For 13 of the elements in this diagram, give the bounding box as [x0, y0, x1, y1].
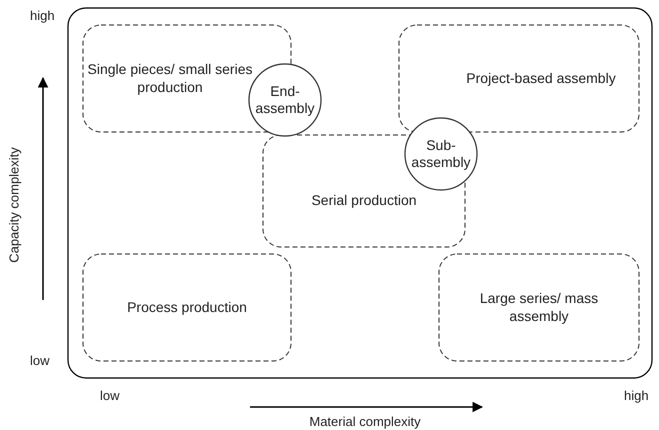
axis-title: Material complexity [309, 414, 421, 429]
category-label: Single pieces/ small series production [86, 61, 254, 96]
circle-label: End-assembly [254, 82, 316, 118]
category-label: Project-based assembly [466, 70, 616, 88]
axis-label: low [30, 353, 50, 368]
circle-label: Sub-assembly [410, 136, 472, 172]
axis-title: Capacity complexity [6, 147, 22, 263]
category-label: Process production [127, 298, 247, 316]
axis-label: high [30, 8, 55, 23]
category-label: Serial production [311, 192, 417, 210]
axis-label: low [100, 388, 120, 403]
axis-label: high [624, 388, 649, 403]
category-label: Large series/ mass assembly [478, 290, 600, 325]
